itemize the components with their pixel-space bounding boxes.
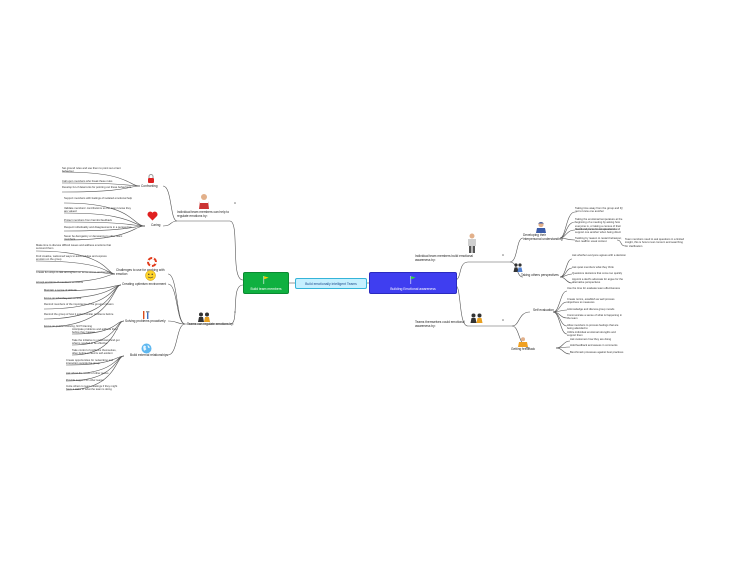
list-item[interactable]: Allow members to process feelings that a… — [567, 324, 619, 331]
list-item[interactable]: Make time to discuss difficult issues an… — [36, 244, 111, 251]
globe-icon — [141, 343, 152, 354]
lock-icon — [148, 174, 154, 183]
person-standing-icon — [468, 233, 476, 253]
list-item[interactable]: Ask about the needs of other teams — [66, 372, 109, 375]
list-item[interactable]: Appoint a devil's advocate for argue for… — [572, 278, 624, 285]
heart-icon — [147, 211, 158, 221]
list-item[interactable]: Use the time for evaluate team effective… — [567, 287, 620, 290]
list-item[interactable]: Take control of problems themselves, oft… — [72, 349, 117, 356]
handshake-icon — [518, 337, 528, 347]
subtopic-teams-regulate[interactable]: Teams can regulate emotions by: — [187, 322, 234, 326]
list-item[interactable]: Develop fun-if deterrents for pointing o… — [62, 186, 132, 189]
subtopic-individual-awareness[interactable]: Individual team members build emotional … — [415, 254, 473, 262]
list-item[interactable]: Invite others to team meetings if they m… — [66, 385, 118, 392]
subtopic-challenges[interactable]: Challenges to use for working with emoti… — [116, 268, 165, 276]
subtopic-teams-awareness[interactable]: Teams themselves could emotional awarene… — [415, 320, 465, 328]
subtopic-solving[interactable]: Solving problems proactively — [125, 319, 166, 323]
list-item[interactable]: Validate members' contributions so the t… — [64, 207, 131, 214]
subtopic-optimism[interactable]: Creating optimism environment — [122, 282, 167, 286]
list-item[interactable]: Take the initiative to understand and ge… — [72, 339, 120, 346]
list-item[interactable]: Create opportunities for networking and … — [66, 359, 114, 366]
list-item[interactable]: Set ground rules and use them to point o… — [62, 167, 121, 174]
list-item[interactable]: Tackling by reason to restart behaviour,… — [575, 237, 622, 244]
list-item[interactable]: Support members with feelings of isolate… — [64, 197, 133, 200]
subtopic-feedback[interactable]: Getting feedback — [511, 347, 536, 351]
list-item[interactable]: Acknowledge and discuss group moods — [567, 308, 615, 311]
list-item[interactable]: Taking the emotional temperature at the … — [575, 218, 623, 231]
list-item[interactable]: Provide support for other teams — [66, 379, 104, 382]
flag-icon — [410, 276, 416, 284]
main-topic-left[interactable]: Build team members — [243, 272, 289, 294]
list-item[interactable]: Communicate a sense of what is happening… — [567, 314, 622, 321]
list-item[interactable]: Protect members from harmful feedback — [64, 219, 112, 222]
people-icon — [470, 313, 483, 323]
list-item[interactable]: Gentle response to ask questions and sup… — [575, 228, 621, 235]
list-item[interactable]: Call upon members who break these rules — [62, 180, 113, 183]
list-item[interactable]: Find creative, welcomed ways to acknowle… — [36, 255, 107, 262]
subtopic-self-evaluation[interactable]: Self evaluation — [533, 308, 554, 312]
note[interactable]: Team members need to ask questions in a … — [625, 238, 685, 248]
list-item[interactable]: Respect individuality and disagreements … — [64, 226, 132, 229]
list-item[interactable]: Create fun ways to talk and tighten on t… — [36, 271, 111, 274]
main-topic-right-label: Building Emotional awareness — [390, 287, 436, 291]
list-item[interactable]: Ask customers how they are doing — [570, 338, 612, 341]
list-item[interactable]: Maintain a sense of attitude — [44, 289, 77, 292]
subtopic-caring[interactable]: Caring — [151, 223, 161, 227]
list-item[interactable]: Ask whether everyone agrees with a decis… — [572, 254, 626, 257]
list-item[interactable]: Hold feedback and assess in comments — [570, 344, 618, 347]
list-item[interactable]: Focus on what they can control — [44, 297, 82, 300]
list-item[interactable]: Anticipate problems and address them bef… — [72, 328, 118, 335]
list-item[interactable]: Taking time away from the group and IQ g… — [575, 207, 623, 214]
main-topic-left-label: Build team members — [250, 287, 282, 291]
lifebuoy-icon — [147, 257, 157, 267]
team-icon — [513, 263, 523, 272]
people-icon — [198, 312, 210, 322]
tools-icon — [143, 311, 150, 319]
list-item[interactable]: Ask quiet members what they think — [572, 266, 614, 269]
list-item[interactable]: Never be derogatory or demeaning to othe… — [64, 235, 123, 242]
list-item[interactable]: Focus on problem-solving, NOT blaming — [44, 325, 93, 328]
list-item[interactable]: Benchmark processes against best practic… — [570, 351, 624, 354]
subtopic-external[interactable]: Build external relationships — [130, 353, 169, 357]
list-item[interactable]: Accept emotions of members' emotions — [36, 281, 83, 284]
list-item[interactable]: Create norms, establish as well process … — [567, 298, 615, 305]
list-item[interactable]: Utilize individual emotional strengths a… — [567, 331, 616, 338]
central-topic[interactable]: Build emotionally intelligent Teams — [295, 278, 367, 289]
flag-icon — [263, 276, 269, 284]
list-item[interactable]: Remind the group of how it solved simila… — [44, 313, 114, 316]
smiley-icon — [145, 270, 156, 281]
subtopic-perspectives[interactable]: Taking others perspectives — [521, 273, 559, 277]
list-item[interactable]: Remind members of the importance of the … — [44, 303, 114, 306]
person-icon — [199, 194, 209, 209]
engineer-icon — [536, 221, 546, 233]
main-topic-right[interactable]: Building Emotional awareness — [369, 272, 457, 294]
subtopic-individual-regulate[interactable]: Individual team members can help to regu… — [177, 210, 230, 218]
list-item[interactable]: Questions decisions that come too quickl… — [572, 272, 623, 275]
subtopic-developing[interactable]: Developing their interpersonal understan… — [523, 233, 563, 241]
subtopic-confronting[interactable]: Confronting — [141, 184, 158, 188]
